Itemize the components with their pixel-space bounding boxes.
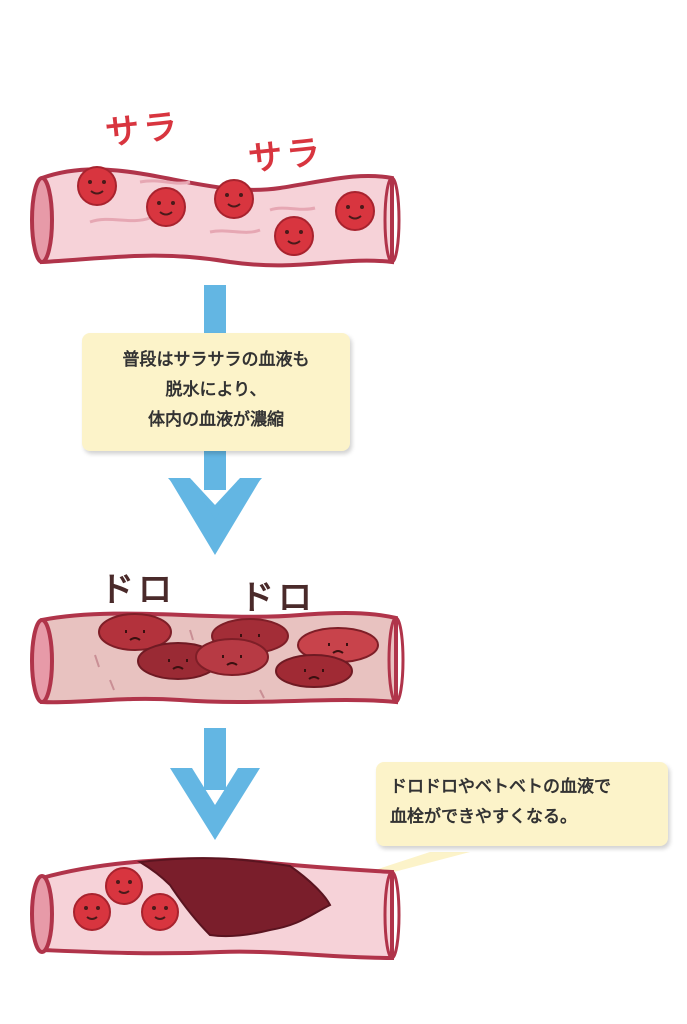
red-blood-cell (335, 191, 375, 231)
clumped-cell (98, 613, 172, 651)
clumped-cell (195, 638, 269, 676)
note-line: ドロドロやベトベトの血液で (390, 777, 611, 797)
red-blood-cell (274, 216, 314, 256)
vessel-opening-left (30, 618, 54, 704)
blood-clot (136, 857, 332, 938)
clumped-cell (297, 627, 379, 663)
clumped-cell (275, 654, 353, 688)
red-blood-cell (105, 867, 143, 905)
vessel-opening-left (30, 874, 54, 954)
note-thrombus: ドロドロやベトベトの血液で 血栓ができやすくなる。 (376, 762, 668, 846)
down-arrow-icon (170, 728, 260, 840)
note-line: 血栓ができやすくなる。 (390, 807, 577, 827)
vessel-clot (30, 857, 401, 961)
red-blood-cell (146, 187, 186, 227)
vessel-thick (30, 611, 405, 705)
vessel-opening-right (383, 176, 401, 264)
red-blood-cell (73, 893, 111, 931)
note-line: 脱水により、 (165, 380, 267, 400)
label-sara-1: サラ (103, 106, 184, 154)
label-doro-2: ドロ (240, 578, 316, 618)
label-doro-1: ドロ (100, 570, 176, 610)
label-sara-2: サラ (246, 132, 327, 180)
vessel-opening-left (30, 176, 54, 264)
down-arrow-icon (168, 285, 262, 555)
red-blood-cell (214, 179, 254, 219)
vessel-opening-right (387, 616, 405, 704)
note-line: 普段はサラサラの血液も (122, 350, 310, 370)
red-blood-cell (77, 166, 117, 206)
note-line: 体内の血液が濃縮 (148, 410, 284, 430)
note-dehydration: 普段はサラサラの血液も 脱水により、 体内の血液が濃縮 (82, 333, 350, 451)
vessel-smooth (30, 166, 401, 268)
vessel-opening-right (383, 870, 401, 960)
red-blood-cell (141, 893, 179, 931)
